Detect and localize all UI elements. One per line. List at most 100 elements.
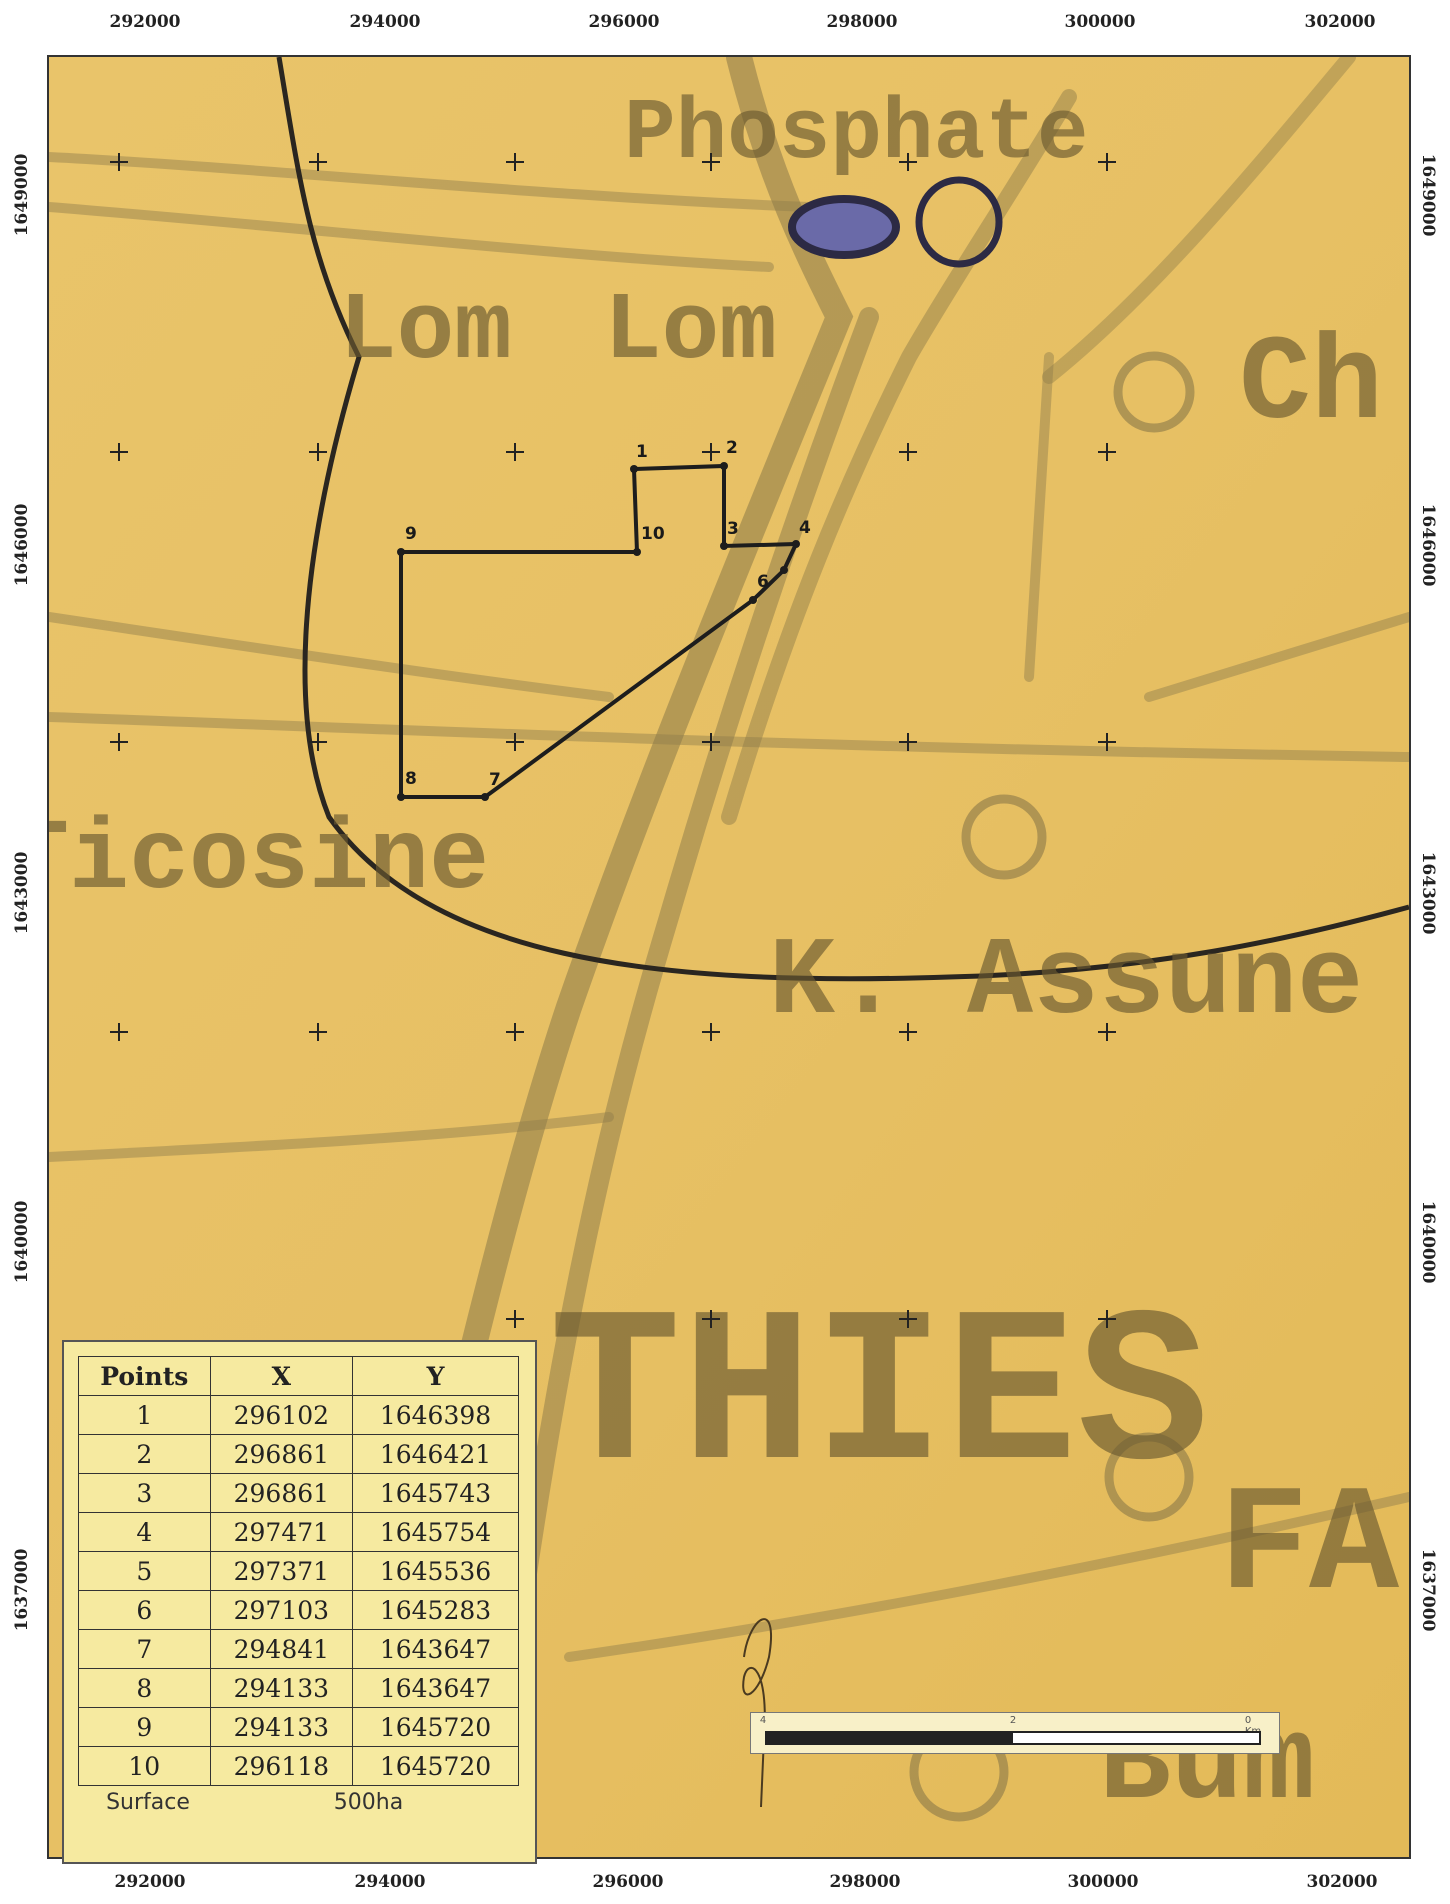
- vertex-point-6: [749, 596, 757, 604]
- x-tick-top-296000: 296000: [588, 12, 660, 32]
- x-tick-bottom-300000: 300000: [1067, 1872, 1139, 1892]
- vertex-label-9: 9: [405, 524, 417, 544]
- cell-point: 2: [78, 1434, 211, 1474]
- cell-x: 294133: [209, 1668, 354, 1708]
- cell-y: 1645283: [352, 1590, 519, 1630]
- y-tick-right-1637000: 1637000: [1418, 1548, 1438, 1632]
- cell-x: 297471: [209, 1512, 354, 1552]
- secondary-roads: [49, 152, 1409, 1662]
- cell-point: 3: [78, 1473, 211, 1513]
- y-tick-left-1637000: 1637000: [12, 1548, 32, 1632]
- place-label-lom-2: Lom: [604, 277, 777, 386]
- cell-point: 5: [78, 1551, 211, 1591]
- header-y: Y: [352, 1356, 519, 1396]
- vertex-point-7: [481, 793, 489, 801]
- cell-y: 1643647: [352, 1629, 519, 1669]
- scale-bar: 4 2 0 Km: [750, 1712, 1280, 1754]
- vertex-label-1: 1: [636, 442, 648, 462]
- y-tick-left-1640000: 1640000: [12, 1200, 32, 1284]
- y-tick-right-1649000: 1649000: [1418, 153, 1438, 237]
- vertex-point-4: [792, 540, 800, 548]
- cell-y: 1646398: [352, 1395, 519, 1435]
- place-label-phosphate: Phosphate: [624, 85, 1088, 183]
- cell-y: 1645720: [352, 1746, 519, 1786]
- cell-x: 294133: [209, 1707, 354, 1747]
- vertex-label-8: 8: [405, 769, 417, 789]
- place-label-ch: Ch: [1239, 318, 1383, 454]
- vertex-point-2: [720, 462, 728, 470]
- pond-outline: [915, 176, 1003, 268]
- surface-value: 500ha: [333, 1790, 404, 1815]
- cell-point: 7: [78, 1629, 211, 1669]
- cell-y: 1645754: [352, 1512, 519, 1552]
- x-tick-top-292000: 292000: [109, 12, 181, 32]
- signature: [742, 1618, 772, 1808]
- x-tick-bottom-294000: 294000: [354, 1872, 426, 1892]
- cell-x: 297103: [209, 1590, 354, 1630]
- vertex-point-5: [780, 566, 788, 574]
- parcel-polygon: [397, 462, 800, 801]
- header-x: X: [209, 1356, 354, 1396]
- cell-x: 297371: [209, 1551, 354, 1591]
- x-tick-bottom-298000: 298000: [829, 1872, 901, 1892]
- y-tick-right-1646000: 1646000: [1418, 503, 1438, 587]
- cell-x: 296102: [209, 1395, 354, 1435]
- cell-y: 1645536: [352, 1551, 519, 1591]
- pond-feature: [788, 195, 900, 259]
- vertex-label-10: 10: [641, 524, 665, 544]
- y-tick-right-1643000: 1643000: [1418, 851, 1438, 935]
- vertex-label-7: 7: [489, 770, 501, 790]
- vertex-point-1: [630, 465, 638, 473]
- vertex-label-4: 4: [799, 518, 811, 538]
- cell-y: 1646421: [352, 1434, 519, 1474]
- cell-x: 296118: [209, 1746, 354, 1786]
- cell-x: 296861: [209, 1473, 354, 1513]
- y-tick-left-1646000: 1646000: [12, 503, 32, 587]
- place-label-k-assune: K. Assune: [769, 921, 1363, 1046]
- place-label-ticosine: Ticosine: [49, 805, 489, 918]
- grid-crosses: [110, 153, 1116, 1328]
- cell-x: 296861: [209, 1434, 354, 1474]
- highway-corridor: [366, 57, 1356, 1857]
- place-label-thies: THIES: [549, 1275, 1209, 1524]
- scale-label-4: 4: [759, 1715, 767, 1726]
- cell-y: 1643647: [352, 1668, 519, 1708]
- curved-boundary-line: [276, 57, 1409, 982]
- scale-fill: [767, 1733, 1013, 1743]
- place-label-lom-1: Lom: [339, 277, 512, 386]
- scale-track: [765, 1731, 1261, 1745]
- x-tick-top-298000: 298000: [826, 12, 898, 32]
- vertex-point-10: [633, 548, 641, 556]
- cell-point: 10: [78, 1746, 211, 1786]
- cell-point: 8: [78, 1668, 211, 1708]
- x-tick-top-294000: 294000: [349, 12, 421, 32]
- x-tick-top-302000: 302000: [1304, 12, 1376, 32]
- y-tick-left-1649000: 1649000: [12, 153, 32, 237]
- vertex-label-2: 2: [726, 438, 738, 458]
- y-tick-right-1640000: 1640000: [1418, 1200, 1438, 1284]
- cell-point: 9: [78, 1707, 211, 1747]
- vertex-label-6: 6: [757, 572, 769, 592]
- scale-label-2: 2: [1009, 1715, 1017, 1726]
- place-label-fa: FA: [1219, 1463, 1400, 1633]
- x-tick-top-300000: 300000: [1064, 12, 1136, 32]
- y-tick-left-1643000: 1643000: [12, 851, 32, 935]
- header-points: Points: [78, 1356, 211, 1396]
- cell-y: 1645720: [352, 1707, 519, 1747]
- vertex-point-9: [397, 548, 405, 556]
- cell-y: 1645743: [352, 1473, 519, 1513]
- scale-labels: 4 2 0 Km: [759, 1715, 1263, 1737]
- x-tick-bottom-292000: 292000: [114, 1872, 186, 1892]
- cell-point: 4: [78, 1512, 211, 1552]
- x-tick-bottom-296000: 296000: [592, 1872, 664, 1892]
